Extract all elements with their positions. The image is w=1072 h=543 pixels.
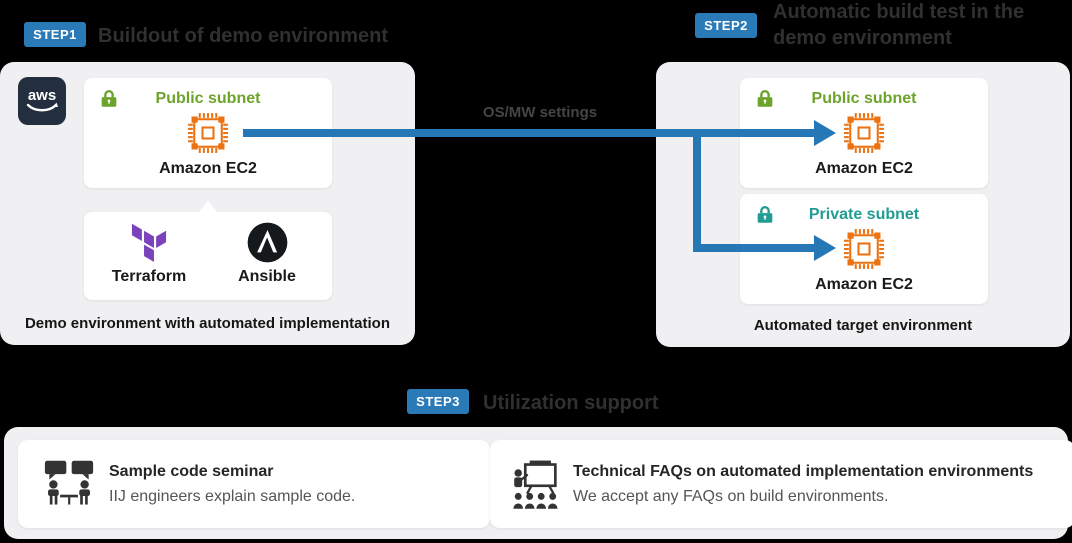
step1-title: Buildout of demo environment	[98, 25, 388, 47]
support-card-description: IIJ engineers explain sample code.	[109, 487, 356, 505]
support-card-title: Technical FAQs on automated implementati…	[573, 462, 1034, 480]
arrow-label: OS/MW settings	[482, 104, 598, 121]
svg-text:aws: aws	[28, 87, 56, 104]
ec2-icon	[844, 113, 884, 153]
tool-ansible: Ansible	[221, 221, 313, 286]
step2-title: Automatic build test in the demo environ…	[773, 0, 1024, 51]
demo-environment-card: aws Public subnet Amazon	[0, 62, 415, 345]
seminar-discussion-icon	[44, 458, 94, 510]
subnet-label: Public subnet	[811, 90, 917, 107]
service-label: Amazon EC2	[815, 276, 913, 293]
lock-icon	[101, 90, 117, 107]
step2-badge: STEP2	[695, 13, 757, 38]
presentation-audience-icon	[512, 456, 558, 512]
technical-faq-card: Technical FAQs on automated implementati…	[490, 440, 1072, 528]
sample-code-seminar-card: Sample code seminar IIJ engineers explai…	[18, 440, 490, 528]
left-public-subnet-card: Public subnet Amazon EC2	[84, 78, 332, 188]
aws-logo: aws	[18, 77, 66, 125]
support-card-title: Sample code seminar	[109, 462, 274, 480]
automation-tools-bubble: Terraform Ansible	[84, 201, 332, 300]
right-env-caption: Automated target environment	[753, 317, 973, 334]
tool-label: Terraform	[111, 268, 187, 285]
subnet-label: Private subnet	[808, 206, 920, 223]
ec2-icon	[844, 229, 884, 269]
lock-icon	[757, 90, 773, 107]
support-card-description: We accept any FAQs on build environments…	[573, 487, 889, 505]
aws-logo-icon: aws	[26, 87, 58, 112]
step3-badge: STEP3	[407, 389, 469, 414]
step2-title-line2: demo environment	[773, 27, 952, 49]
tool-label: Ansible	[238, 268, 296, 285]
step1-badge: STEP1	[24, 22, 86, 47]
step2-title-line1: Automatic build test in the	[773, 1, 1025, 23]
utilization-support-panel: Sample code seminar IIJ engineers explai…	[4, 427, 1072, 539]
subnet-label: Public subnet	[155, 90, 261, 107]
tool-terraform: Terraform	[103, 221, 195, 286]
right-public-subnet-card: Public subnet Amazon EC2	[740, 78, 988, 188]
ec2-icon	[188, 113, 228, 153]
left-env-caption: Demo environment with automated implemen…	[24, 315, 391, 332]
target-environment-card: Public subnet Amazon EC2 Private subnet	[656, 62, 1070, 347]
service-label: Amazon EC2	[159, 160, 257, 177]
step3-title: Utilization support	[483, 392, 659, 414]
service-label: Amazon EC2	[815, 160, 913, 177]
right-private-subnet-card: Private subnet Amazon EC2	[740, 194, 988, 304]
ansible-icon	[247, 222, 287, 263]
terraform-icon	[131, 223, 167, 262]
